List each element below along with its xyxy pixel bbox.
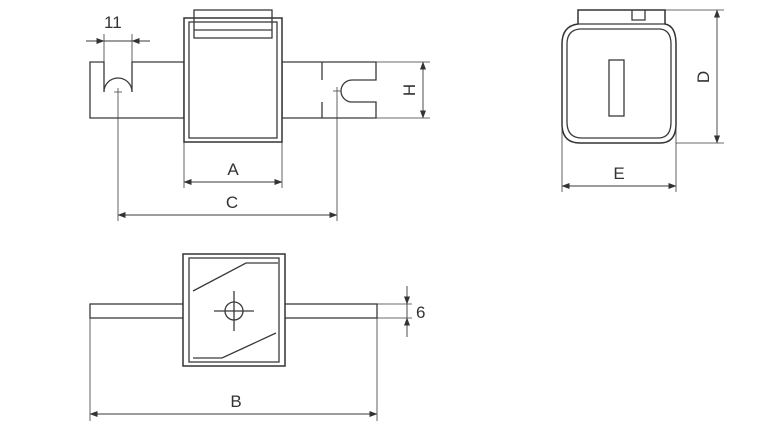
label-hole-spacing: C: [226, 193, 238, 212]
label-side-height: D: [694, 71, 713, 83]
center-mark: [214, 291, 254, 331]
label-tab-height: H: [400, 84, 419, 96]
fuse-body: [183, 17, 283, 143]
left-tab: [89, 61, 185, 119]
top-left-tab: [89, 303, 187, 319]
right-tab: [281, 61, 377, 119]
top-view: 6 B: [89, 253, 425, 421]
side-body: [561, 9, 677, 144]
front-view: 11 H A C: [86, 9, 430, 221]
label-side-width: E: [613, 164, 624, 183]
side-slot: [608, 59, 625, 117]
label-overall-length: B: [230, 392, 241, 411]
side-view: D E: [561, 9, 724, 192]
hole-center-left: [114, 88, 122, 96]
label-body-width: A: [227, 160, 239, 179]
top-right-tab: [282, 303, 378, 319]
hole-center-right: [333, 87, 341, 95]
label-tab-thickness: 6: [416, 303, 425, 322]
label-top-slot-width: 11: [104, 13, 122, 32]
